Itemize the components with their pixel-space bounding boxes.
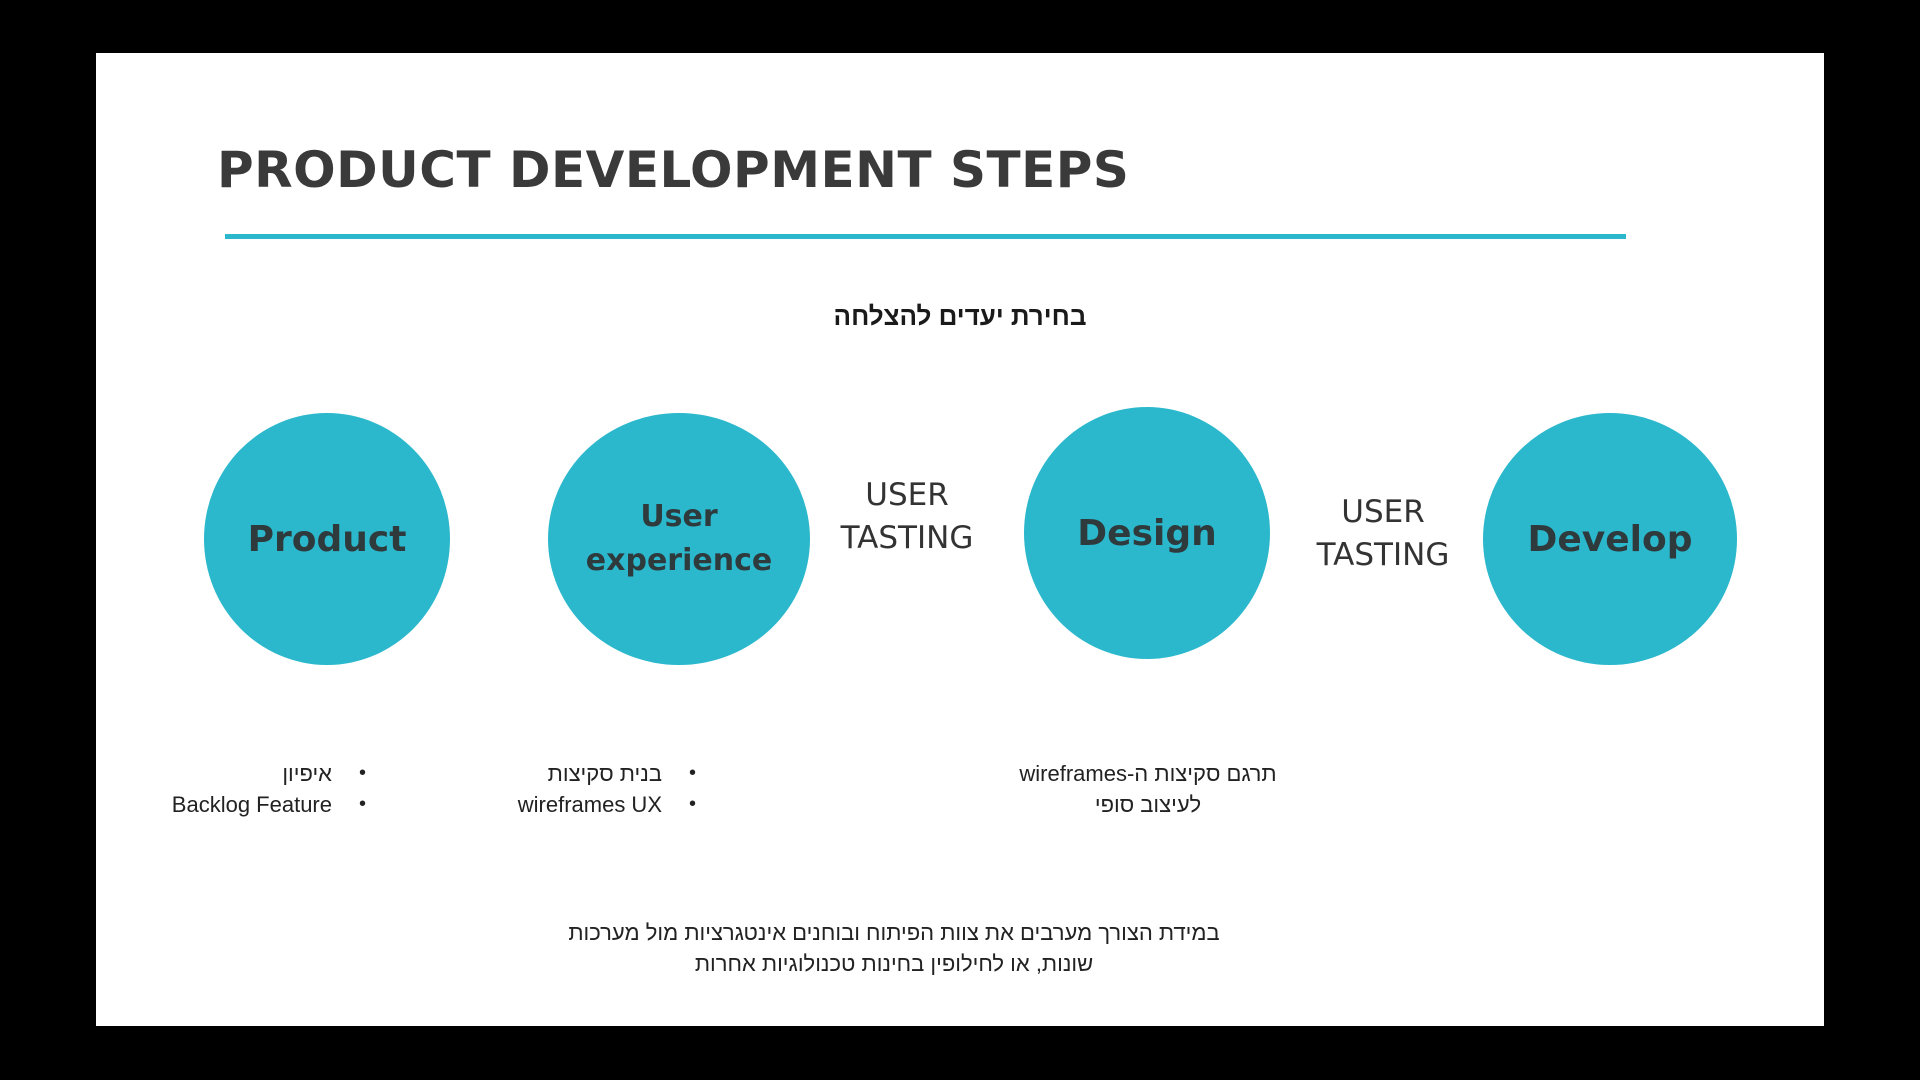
title-underline xyxy=(225,234,1626,239)
footer-note-line-1: במידת הצורך מערבים את צוות הפיתוח ובוחני… xyxy=(568,920,1220,945)
design-note: תרגם סקיצות ה-wireframes לעיצוב סופי xyxy=(990,758,1306,820)
footer-note: במידת הצורך מערבים את צוות הפיתוח ובוחני… xyxy=(544,917,1244,979)
step-product-label: Product xyxy=(247,518,407,560)
list-item: wireframes UX xyxy=(518,789,696,820)
step-user-experience-label: User experience xyxy=(585,499,773,578)
presentation-slide: PRODUCT DEVELOPMENT STEPS בחירת יעדים לה… xyxy=(96,53,1824,1026)
step-product-circle: Product xyxy=(204,413,450,665)
step-develop-circle: Develop xyxy=(1483,413,1737,665)
slide-subtitle: בחירת יעדים להצלחה xyxy=(833,301,1087,331)
design-note-line-2: לעיצוב סופי xyxy=(1094,792,1202,817)
list-item: Backlog Feature xyxy=(172,789,366,820)
design-note-line-1: תרגם סקיצות ה-wireframes xyxy=(1019,761,1277,786)
step-design-label: Design xyxy=(1077,512,1217,554)
slide-title: PRODUCT DEVELOPMENT STEPS xyxy=(217,141,1130,199)
user-tasting-label-2: USER TASTING xyxy=(1316,494,1450,573)
step-user-experience-circle: User experience xyxy=(548,413,810,665)
step-develop-label: Develop xyxy=(1527,518,1693,560)
user-tasting-label-1: USER TASTING xyxy=(840,477,974,556)
list-item: בנית סקיצות xyxy=(518,758,697,789)
ux-notes-list: בנית סקיצות wireframes UX xyxy=(518,758,696,820)
list-item: איפיון xyxy=(172,758,366,789)
footer-note-line-2: שונות, או לחילופין בחינות טכנולוגיות אחר… xyxy=(694,951,1094,976)
step-design-circle: Design xyxy=(1024,407,1270,659)
product-notes-list: איפיון Backlog Feature xyxy=(172,758,366,820)
